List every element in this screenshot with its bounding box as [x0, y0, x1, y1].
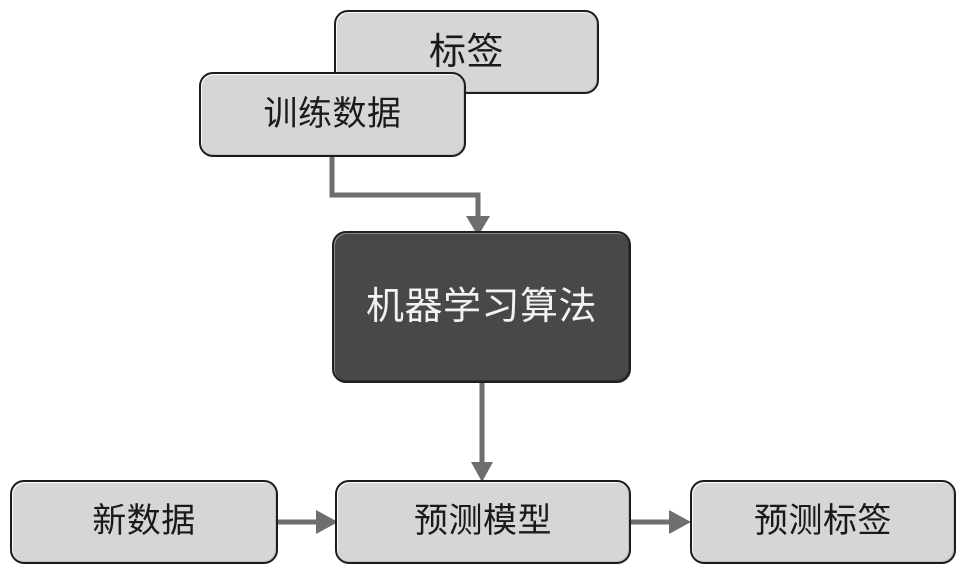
edge-line [329, 150, 481, 216]
arrowhead-right-icon [316, 510, 338, 534]
arrowhead-right-icon [669, 510, 691, 534]
arrowhead-down-icon [471, 462, 493, 482]
node-prediction-model[interactable]: 预测模型 [335, 480, 631, 564]
node-new-data-label: 新数据 [92, 501, 196, 542]
node-labels-label: 标签 [429, 29, 504, 73]
node-machine-learning-algorithm[interactable]: 机器学习算法 [332, 231, 631, 383]
edge-predmodel-to-predlabels [627, 510, 691, 534]
node-training-data-label: 训练数据 [263, 93, 402, 134]
node-prediction-model-label: 预测模型 [414, 501, 552, 542]
edge-algorithm-to-predmodel [471, 378, 493, 482]
node-predicted-labels-label: 预测标签 [754, 501, 892, 542]
edge-training-to-algorithm [329, 150, 490, 236]
arrowhead-down-icon [466, 216, 490, 236]
node-training-data[interactable]: 训练数据 [199, 72, 466, 157]
node-predicted-labels[interactable]: 预测标签 [690, 480, 956, 564]
node-machine-learning-algorithm-label: 机器学习算法 [365, 284, 597, 329]
edge-newdata-to-predmodel [274, 510, 338, 534]
node-new-data[interactable]: 新数据 [10, 480, 278, 564]
